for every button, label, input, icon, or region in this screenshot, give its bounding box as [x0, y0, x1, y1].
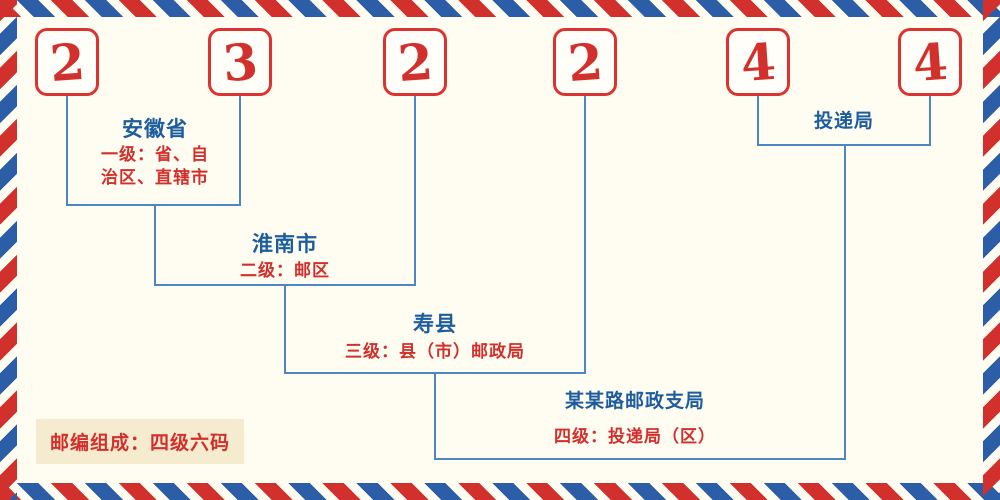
digit-2: 3 [220, 31, 260, 93]
level1-desc-label: 一级：省、自 治区、直辖市 [55, 144, 255, 190]
connector-line [284, 284, 286, 374]
level1-desc-line2: 治区、直辖市 [101, 167, 209, 187]
connector-line [757, 96, 759, 146]
digit-3: 2 [395, 31, 435, 93]
connector-line [239, 96, 241, 206]
airmail-border-left [0, 0, 17, 500]
digit-6: 4 [910, 31, 950, 93]
level1-place-label: 安徽省 [122, 118, 188, 141]
connector-line [434, 458, 846, 460]
connector-line [434, 372, 436, 460]
digit-1: 2 [47, 31, 87, 93]
digit-box-3: 2 [383, 28, 447, 96]
digit-box-6: 4 [898, 28, 962, 96]
connector-line [929, 96, 931, 146]
connector-line [154, 204, 156, 286]
connector-line [584, 96, 586, 374]
postal-code-composition-badge: 邮编组成：四级六码 [36, 419, 245, 464]
digit-box-4: 2 [553, 28, 617, 96]
level2-desc-label: 二级：邮区 [240, 261, 330, 280]
connector-line [844, 144, 846, 460]
digit-5: 4 [738, 31, 778, 93]
level3-desc-label: 三级：县（市）邮政局 [345, 342, 525, 361]
level1-desc-line1: 一级：省、自 [101, 145, 209, 164]
connector-line [66, 204, 241, 206]
level3-place-label: 寿县 [413, 313, 457, 336]
level4-desc-label: 四级：投递局（区） [554, 427, 716, 446]
airmail-border-bottom [0, 483, 1000, 500]
digit-box-5: 4 [726, 28, 790, 96]
digit-4: 2 [565, 31, 605, 93]
level4-place-label: 某某路邮政支局 [564, 391, 705, 412]
connector-line [66, 96, 68, 206]
delivery-place-label: 投递局 [813, 111, 874, 132]
connector-line [414, 96, 416, 286]
digit-box-1: 2 [35, 28, 99, 96]
connector-line [757, 144, 931, 146]
airmail-border-top [0, 0, 1000, 17]
digit-box-2: 3 [208, 28, 272, 96]
level2-place-label: 淮南市 [252, 233, 318, 256]
airmail-border-right [983, 0, 1000, 500]
